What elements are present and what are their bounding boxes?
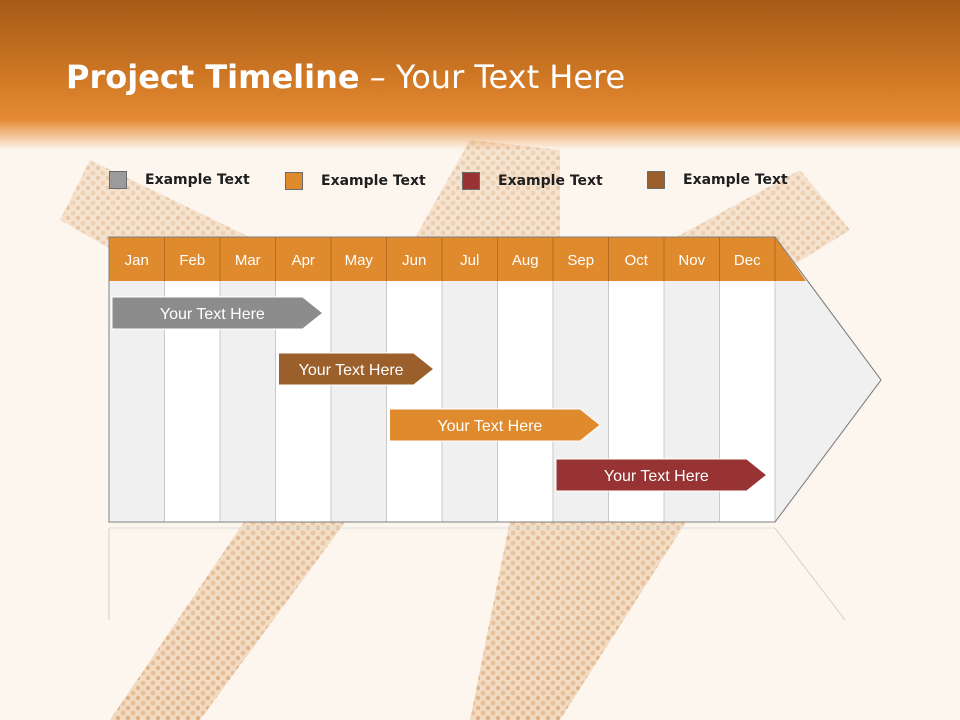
month-label: Apr xyxy=(292,252,315,269)
header-banner xyxy=(0,0,960,150)
task-bar xyxy=(555,458,768,492)
month-label: Jan xyxy=(125,252,149,269)
month-column xyxy=(442,281,498,522)
month-label: Nov xyxy=(678,252,705,269)
month-label: Jun xyxy=(402,252,426,269)
month-header-band xyxy=(109,237,806,281)
legend-label-4: Example Text xyxy=(683,172,788,188)
month-label: Aug xyxy=(512,252,539,269)
month-column xyxy=(331,281,387,522)
month-column xyxy=(497,281,553,522)
legend-swatch-brown xyxy=(647,171,665,189)
legend-label-1: Example Text xyxy=(145,172,250,188)
page-title: Project Timeline – Your Text Here xyxy=(66,58,625,96)
legend-item-3: Example Text xyxy=(462,171,603,191)
legend-swatch-orange xyxy=(285,172,303,190)
task-bar-label: Your Text Here xyxy=(160,306,265,323)
legend-swatch-red xyxy=(462,172,480,190)
month-label: May xyxy=(345,252,374,269)
month-label: Mar xyxy=(235,252,261,269)
task-bar-label: Your Text Here xyxy=(604,468,709,485)
title-rest: – Your Text Here xyxy=(359,58,626,96)
legend-item-4: Example Text xyxy=(647,170,788,190)
month-label: Sep xyxy=(567,252,594,269)
month-label: Oct xyxy=(625,252,649,269)
task-bar xyxy=(278,352,435,386)
reflection-line xyxy=(774,527,846,621)
month-label: Feb xyxy=(179,252,205,269)
arrow-head-area xyxy=(775,281,881,522)
task-bar xyxy=(389,408,601,442)
month-label: Dec xyxy=(734,252,761,269)
month-label: Jul xyxy=(460,252,479,269)
legend-item-1: Example Text xyxy=(109,170,250,190)
task-bar-label: Your Text Here xyxy=(299,362,404,379)
task-bar-label: Your Text Here xyxy=(437,418,542,435)
timeline-arrow-outline xyxy=(108,236,882,523)
legend-label-2: Example Text xyxy=(321,173,426,189)
legend-swatch-gray xyxy=(109,171,127,189)
task-bar xyxy=(111,296,324,330)
legend-label-3: Example Text xyxy=(498,173,603,189)
month-column xyxy=(386,281,442,522)
legend-item-2: Example Text xyxy=(285,171,426,191)
title-bold: Project Timeline xyxy=(66,58,360,96)
